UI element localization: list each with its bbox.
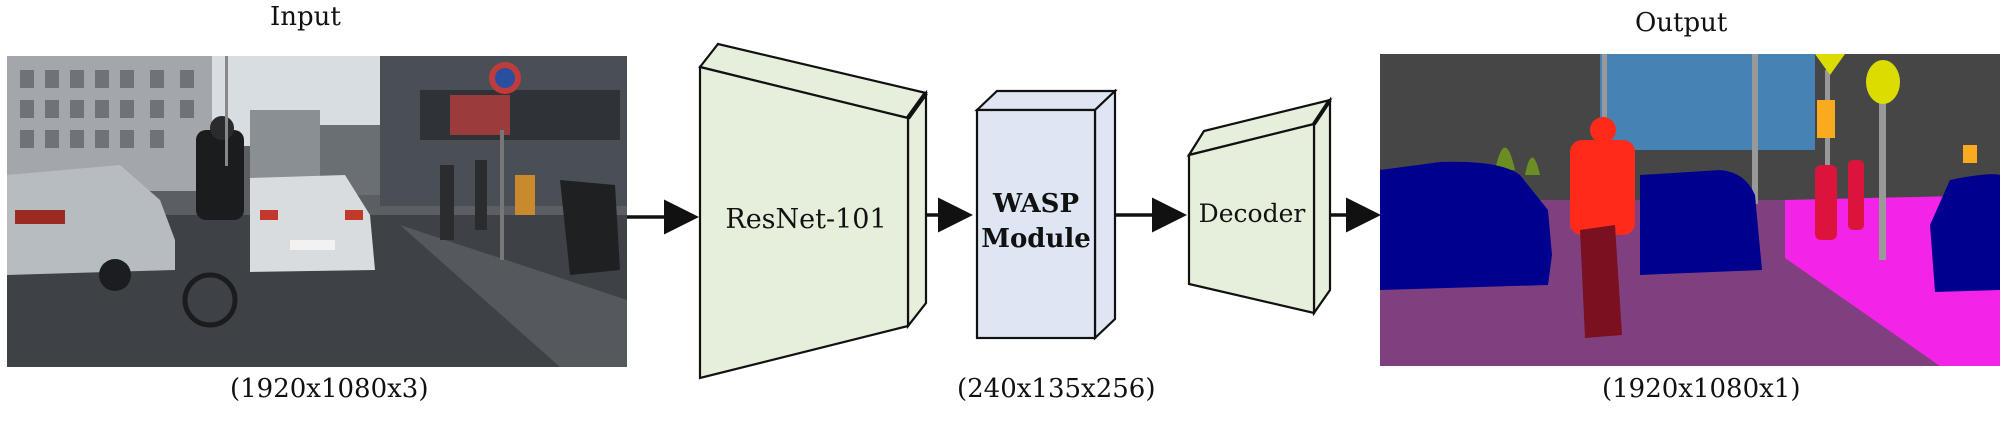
resnet-block: ResNet-101 — [698, 42, 928, 380]
wasp-top-face — [974, 89, 1118, 112]
input-title: Input — [270, 2, 341, 32]
resnet-side-face — [906, 89, 928, 330]
input-dims: (1920x1080x3) — [230, 374, 429, 404]
decoder-front-face — [1187, 122, 1316, 315]
decoder-label: Decoder — [1199, 199, 1306, 228]
wasp-front-face — [975, 108, 1097, 340]
wasp-label-line1: WASP — [992, 189, 1079, 219]
output-dims: (1920x1080x1) — [1602, 374, 1801, 404]
output-segmentation — [1380, 54, 2000, 366]
decoder-block: Decoder — [1186, 96, 1333, 317]
wasp-label-line2: Module — [981, 224, 1091, 254]
input-image — [7, 56, 627, 367]
decoder-side-face — [1312, 96, 1332, 317]
wasp-block: WASP Module — [974, 88, 1118, 341]
wasp-dims: (240x135x256) — [957, 374, 1156, 404]
output-title: Output — [1635, 8, 1728, 38]
resnet-front-face — [698, 65, 910, 380]
wasp-side-face — [1093, 88, 1117, 341]
resnet-label: ResNet-101 — [725, 204, 886, 235]
